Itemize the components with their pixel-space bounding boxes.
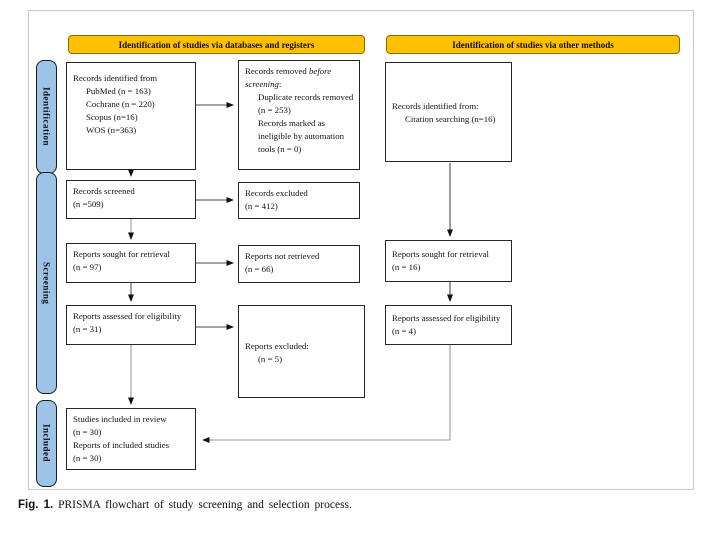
title-suffix: : xyxy=(278,79,282,89)
box-title: Records identified from: xyxy=(392,101,479,111)
box-reports-excluded: Reports excluded: (n = 5) xyxy=(238,305,365,398)
removed-duplicates: Duplicate records removed (n = 253) xyxy=(258,92,354,115)
header-other-methods: Identification of studies via other meth… xyxy=(386,35,680,54)
title-normal: Records removed xyxy=(245,66,310,76)
box-title: Records removed before screening: xyxy=(245,65,356,91)
stage-label-included: Included xyxy=(36,400,57,487)
figure-frame xyxy=(28,10,694,490)
count: (n = 30) xyxy=(73,427,102,437)
count: (n = 66) xyxy=(245,264,274,274)
count: (n =509) xyxy=(73,199,104,209)
header-databases-registers: Identification of studies via databases … xyxy=(68,35,365,54)
line: Records screened xyxy=(73,186,135,196)
line: Reports sought for retrieval xyxy=(392,249,489,259)
figure-caption-text: PRISMA flowchart of study screening and … xyxy=(53,499,352,511)
box-reports-assessed-other: Reports assessed for eligibility (n = 4) xyxy=(385,305,512,345)
count: (n = 97) xyxy=(73,262,102,272)
line: Reports assessed for eligibility xyxy=(392,313,501,323)
count: (n = 4) xyxy=(392,326,417,336)
stage-label-identification: Identification xyxy=(36,60,57,174)
line: Studies included in review xyxy=(73,414,167,424)
box-records-identified-other: Records identified from: Citation search… xyxy=(385,62,512,162)
box-reports-sought-other: Reports sought for retrieval (n = 16) xyxy=(385,240,512,282)
db-scopus: Scopus (n=16) xyxy=(86,112,138,122)
line: Reports excluded: xyxy=(245,340,309,351)
count: (n = 30) xyxy=(73,453,102,463)
box-records-excluded: Records excluded (n = 412) xyxy=(238,182,360,219)
citation-searching: Citation searching (n=16) xyxy=(405,114,496,124)
box-records-screened: Records screened (n =509) xyxy=(66,180,196,219)
count: (n = 31) xyxy=(73,324,102,334)
removed-automation: Records marked as ineligible by automati… xyxy=(258,118,344,154)
box-records-removed: Records removed before screening: Duplic… xyxy=(238,60,360,170)
figure-caption: Fig. 1. PRISMA flowchart of study screen… xyxy=(18,499,352,511)
line: Records excluded xyxy=(245,188,308,198)
line: Reports sought for retrieval xyxy=(73,249,170,259)
figure-caption-label: Fig. 1. xyxy=(18,499,54,511)
box-title: Records identified from xyxy=(73,73,158,83)
box-reports-not-retrieved: Reports not retrieved (n = 66) xyxy=(238,245,360,283)
line: Reports assessed for eligibility xyxy=(73,311,182,321)
count: (n = 412) xyxy=(245,201,278,211)
box-reports-assessed: Reports assessed for eligibility (n = 31… xyxy=(66,305,196,345)
db-pubmed: PubMed (n = 163) xyxy=(86,86,151,96)
stage-label-screening: Screening xyxy=(36,172,57,394)
line: Reports of included studies xyxy=(73,440,170,450)
count: (n = 5) xyxy=(258,353,283,364)
box-reports-sought: Reports sought for retrieval (n = 97) xyxy=(66,243,196,283)
db-wos: WOS (n=363) xyxy=(86,125,137,135)
db-cochrane: Cochrane (n = 220) xyxy=(86,99,155,109)
line: Reports not retrieved xyxy=(245,251,320,261)
count: (n = 16) xyxy=(392,262,421,272)
box-records-identified: Records identified from PubMed (n = 163)… xyxy=(66,62,196,170)
box-studies-included: Studies included in review (n = 30) Repo… xyxy=(66,408,196,470)
title-italic: before screening xyxy=(245,66,332,89)
